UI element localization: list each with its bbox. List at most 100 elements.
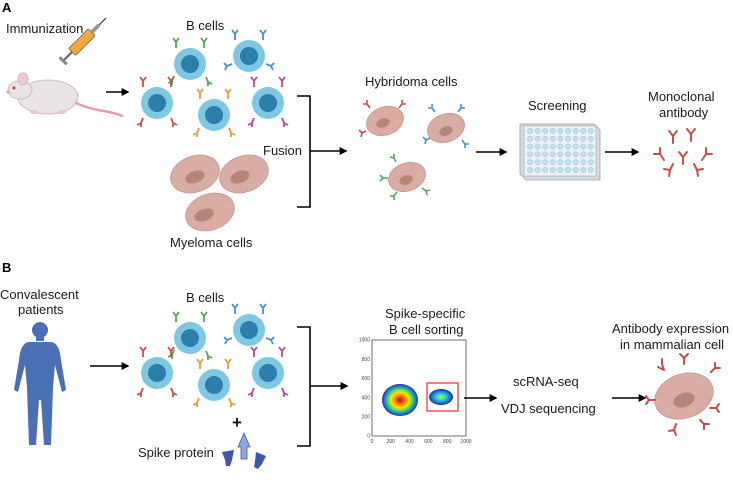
convalescent-label-line1: Convalescent xyxy=(0,287,79,302)
hybridoma-cells-label: Hybridoma cells xyxy=(365,74,458,89)
scrna-seq-label: scRNA-seq xyxy=(513,374,579,389)
sorting-gate xyxy=(426,382,459,412)
x-tick-label: 1000 xyxy=(460,439,471,445)
well xyxy=(565,143,571,150)
well xyxy=(587,159,594,166)
well xyxy=(587,135,594,142)
well xyxy=(542,128,549,134)
well xyxy=(557,167,564,173)
b-cell-b2 xyxy=(233,314,265,346)
b-cell-a2 xyxy=(233,40,265,72)
y-tick-label: 0 xyxy=(367,434,370,440)
well xyxy=(580,151,587,158)
plot-frame xyxy=(371,339,467,437)
well xyxy=(572,128,579,134)
well xyxy=(527,143,533,150)
well xyxy=(542,159,549,166)
secreted-antibody-icons xyxy=(645,353,721,436)
myeloma-cell-1 xyxy=(170,154,220,194)
well xyxy=(572,159,579,166)
x-tick-label: 0 xyxy=(371,439,374,445)
syringe-icon xyxy=(58,17,107,66)
y-tick-label: 600 xyxy=(362,376,371,382)
well xyxy=(542,135,549,142)
well xyxy=(565,151,571,158)
monoclonal-label-line1: Monoclonal xyxy=(648,89,715,104)
well xyxy=(572,135,579,142)
b-cell-receptors-b xyxy=(136,303,289,407)
hybridoma-cell-1 xyxy=(358,100,406,138)
b-cell-b1 xyxy=(174,322,206,354)
y-tick-label: 800 xyxy=(362,357,371,363)
well xyxy=(572,151,579,158)
well xyxy=(542,167,549,173)
well xyxy=(549,151,556,158)
well xyxy=(527,159,533,166)
sorting-label-line1: Spike-specific xyxy=(385,306,466,321)
main-population-cluster xyxy=(382,384,418,416)
well xyxy=(557,151,564,158)
x-tick-label: 400 xyxy=(405,439,414,445)
hybridoma-cell-3 xyxy=(379,154,431,200)
well xyxy=(534,128,541,134)
well xyxy=(557,159,564,166)
well xyxy=(565,128,571,134)
sorting-label-line2: B cell sorting xyxy=(389,322,463,337)
well xyxy=(587,167,594,173)
y-tick-label: 200 xyxy=(362,415,371,421)
well xyxy=(580,128,587,134)
myeloma-cell-2 xyxy=(219,154,269,194)
expression-label-line2: in mammalian cell xyxy=(620,337,724,352)
well xyxy=(587,151,594,158)
well xyxy=(557,128,564,134)
well xyxy=(549,159,556,166)
b-cell-b5 xyxy=(252,357,284,389)
y-tick-label: 1000 xyxy=(359,338,370,344)
well xyxy=(587,128,594,134)
b-cell-a4 xyxy=(198,99,230,131)
human-patient-icon xyxy=(14,322,66,445)
well xyxy=(549,128,556,134)
panel-b-letter: B xyxy=(2,260,11,275)
well xyxy=(527,167,533,173)
hybridoma-cell-2 xyxy=(422,104,469,148)
well xyxy=(580,159,587,166)
monoclonal-label-line2: antibody xyxy=(659,105,709,120)
expression-label-line1: Antibody expression xyxy=(612,321,729,336)
well xyxy=(527,151,533,158)
convalescent-label-line2: patients xyxy=(18,302,64,317)
b-cell-a5 xyxy=(252,87,284,119)
panel-a-letter: A xyxy=(2,0,12,15)
spike-positive-cluster xyxy=(429,389,453,405)
well xyxy=(542,143,549,150)
well xyxy=(549,167,556,173)
spike-protein-icon xyxy=(222,431,266,469)
well xyxy=(565,167,571,173)
b-cells-label-a: B cells xyxy=(186,18,225,33)
b-cell-b3 xyxy=(141,357,173,389)
well xyxy=(580,143,587,150)
well xyxy=(527,135,533,142)
well xyxy=(572,167,579,173)
combine-bracket xyxy=(297,326,311,447)
well xyxy=(542,151,549,158)
b-cell-a3 xyxy=(141,87,173,119)
mammalian-cell-icon xyxy=(654,372,714,420)
well xyxy=(549,143,556,150)
well xyxy=(534,167,541,173)
x-tick-label: 200 xyxy=(387,439,396,445)
well-plate-icon xyxy=(519,123,601,181)
x-tick-label: 600 xyxy=(424,439,433,445)
well xyxy=(527,128,533,134)
well xyxy=(587,143,594,150)
spike-protein-label: Spike protein xyxy=(138,445,214,460)
well xyxy=(557,143,564,150)
mouse-icon xyxy=(6,72,124,118)
b-cell-b4 xyxy=(198,369,230,401)
myeloma-cells-label: Myeloma cells xyxy=(170,235,253,250)
well xyxy=(572,143,579,150)
b-cells-label-b: B cells xyxy=(186,290,225,305)
